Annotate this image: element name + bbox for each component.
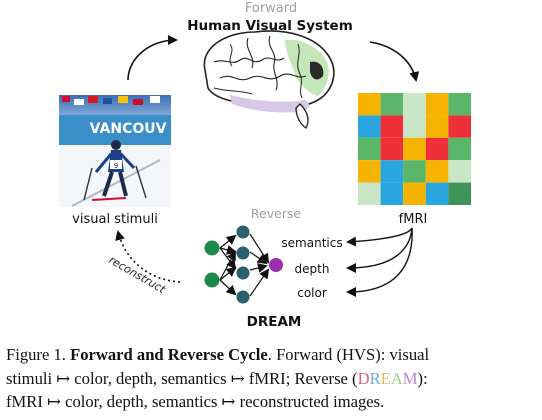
caption-line1-rest: . Forward (HVS): visual: [267, 345, 430, 364]
reconstruct-arrow: [115, 230, 181, 283]
reverse-label: Reverse: [251, 206, 302, 221]
caption-line2-a: stimuli ↦ color, depth, semantics ↦ fMRI…: [6, 368, 358, 388]
fmri-cell: [403, 115, 426, 138]
caption-line-2: stimuli ↦ color, depth, semantics ↦ fMRI…: [6, 367, 538, 391]
visual-stimuli-label: visual stimuli: [72, 212, 158, 227]
fmri-cell: [380, 93, 404, 116]
fmri-cell: [448, 160, 471, 183]
caption-line-3: fMRI ↦ color, depth, semantics ↦ reconst…: [6, 392, 385, 411]
fmri-cell: [425, 182, 449, 205]
fmri-cell: [425, 137, 449, 161]
figure-number: Figure 1.: [6, 345, 66, 364]
fmri-cell: [403, 182, 426, 205]
forward-arrow-right: [369, 41, 420, 82]
fmri-cell: [380, 137, 404, 161]
network-nodes: [204, 225, 283, 304]
fmri-cell: [448, 115, 471, 138]
network-edges: [219, 233, 270, 297]
fmri-cell: [425, 93, 449, 116]
fmri-grid: [358, 93, 471, 205]
bib-number: 9: [114, 162, 118, 170]
output-node: [269, 258, 283, 272]
fmri-cell: [380, 182, 404, 205]
fmri-cell: [448, 182, 471, 205]
fmri-cell: [358, 93, 381, 116]
reverse-arrow-depth: [346, 227, 413, 273]
dream-letter-a: A: [390, 368, 403, 388]
dream-letter-m: M: [402, 368, 418, 388]
hidden-node: [236, 225, 250, 239]
dream-letter-d: D: [357, 368, 370, 388]
hidden-node: [236, 266, 250, 280]
fmri-cell: [425, 115, 449, 138]
caption-line2-b: ):: [417, 368, 428, 388]
fmri-cell: [448, 137, 471, 161]
fmri-cell: [425, 160, 449, 183]
visual-stimuli-photo: VANCOUV 2010 9: [59, 95, 211, 207]
caption-line-1: Figure 1. Forward and Reverse Cycle. For…: [6, 343, 538, 367]
fmri-cell: [358, 137, 381, 161]
fmri-cell: [358, 160, 381, 183]
fmri-cell: [403, 137, 426, 161]
forward-label: Forward: [245, 1, 297, 16]
dream-letter-e: E: [380, 368, 391, 388]
caption-title: Forward and Reverse Cycle: [70, 345, 268, 364]
fmri-cell: [380, 160, 404, 183]
fmri-cell: [358, 182, 381, 205]
dream-letter-r: R: [369, 368, 381, 388]
fmri-cell: [403, 93, 426, 116]
hidden-node: [236, 290, 250, 304]
figure-diagram: Forward Human Visual System VANCOUV 2010: [59, 1, 471, 330]
fmri-cell: [403, 160, 426, 183]
reverse-arrow-color: [346, 227, 413, 297]
fmri-label: fMRI: [399, 212, 428, 227]
output-semantics: semantics: [281, 236, 342, 250]
forward-arrow-left: [127, 35, 178, 81]
reconstruct-label: reconstruct: [107, 253, 169, 296]
reverse-arrow-semantics: [346, 227, 413, 247]
fmri-cell: [358, 115, 381, 138]
hvs-title: Human Visual System: [187, 18, 353, 34]
output-depth: depth: [295, 262, 330, 276]
input-node: [204, 272, 220, 288]
fmri-cell: [380, 115, 404, 138]
dream-label: DREAM: [247, 314, 302, 330]
photo-banner-text: VANCOUV 2010: [90, 121, 211, 137]
input-node: [204, 240, 220, 256]
figure-caption: Figure 1. Forward and Reverse Cycle. For…: [6, 343, 538, 414]
brain-illustration: [203, 30, 335, 129]
fmri-cell: [448, 93, 471, 116]
hidden-node: [236, 246, 250, 260]
output-color: color: [297, 286, 327, 300]
